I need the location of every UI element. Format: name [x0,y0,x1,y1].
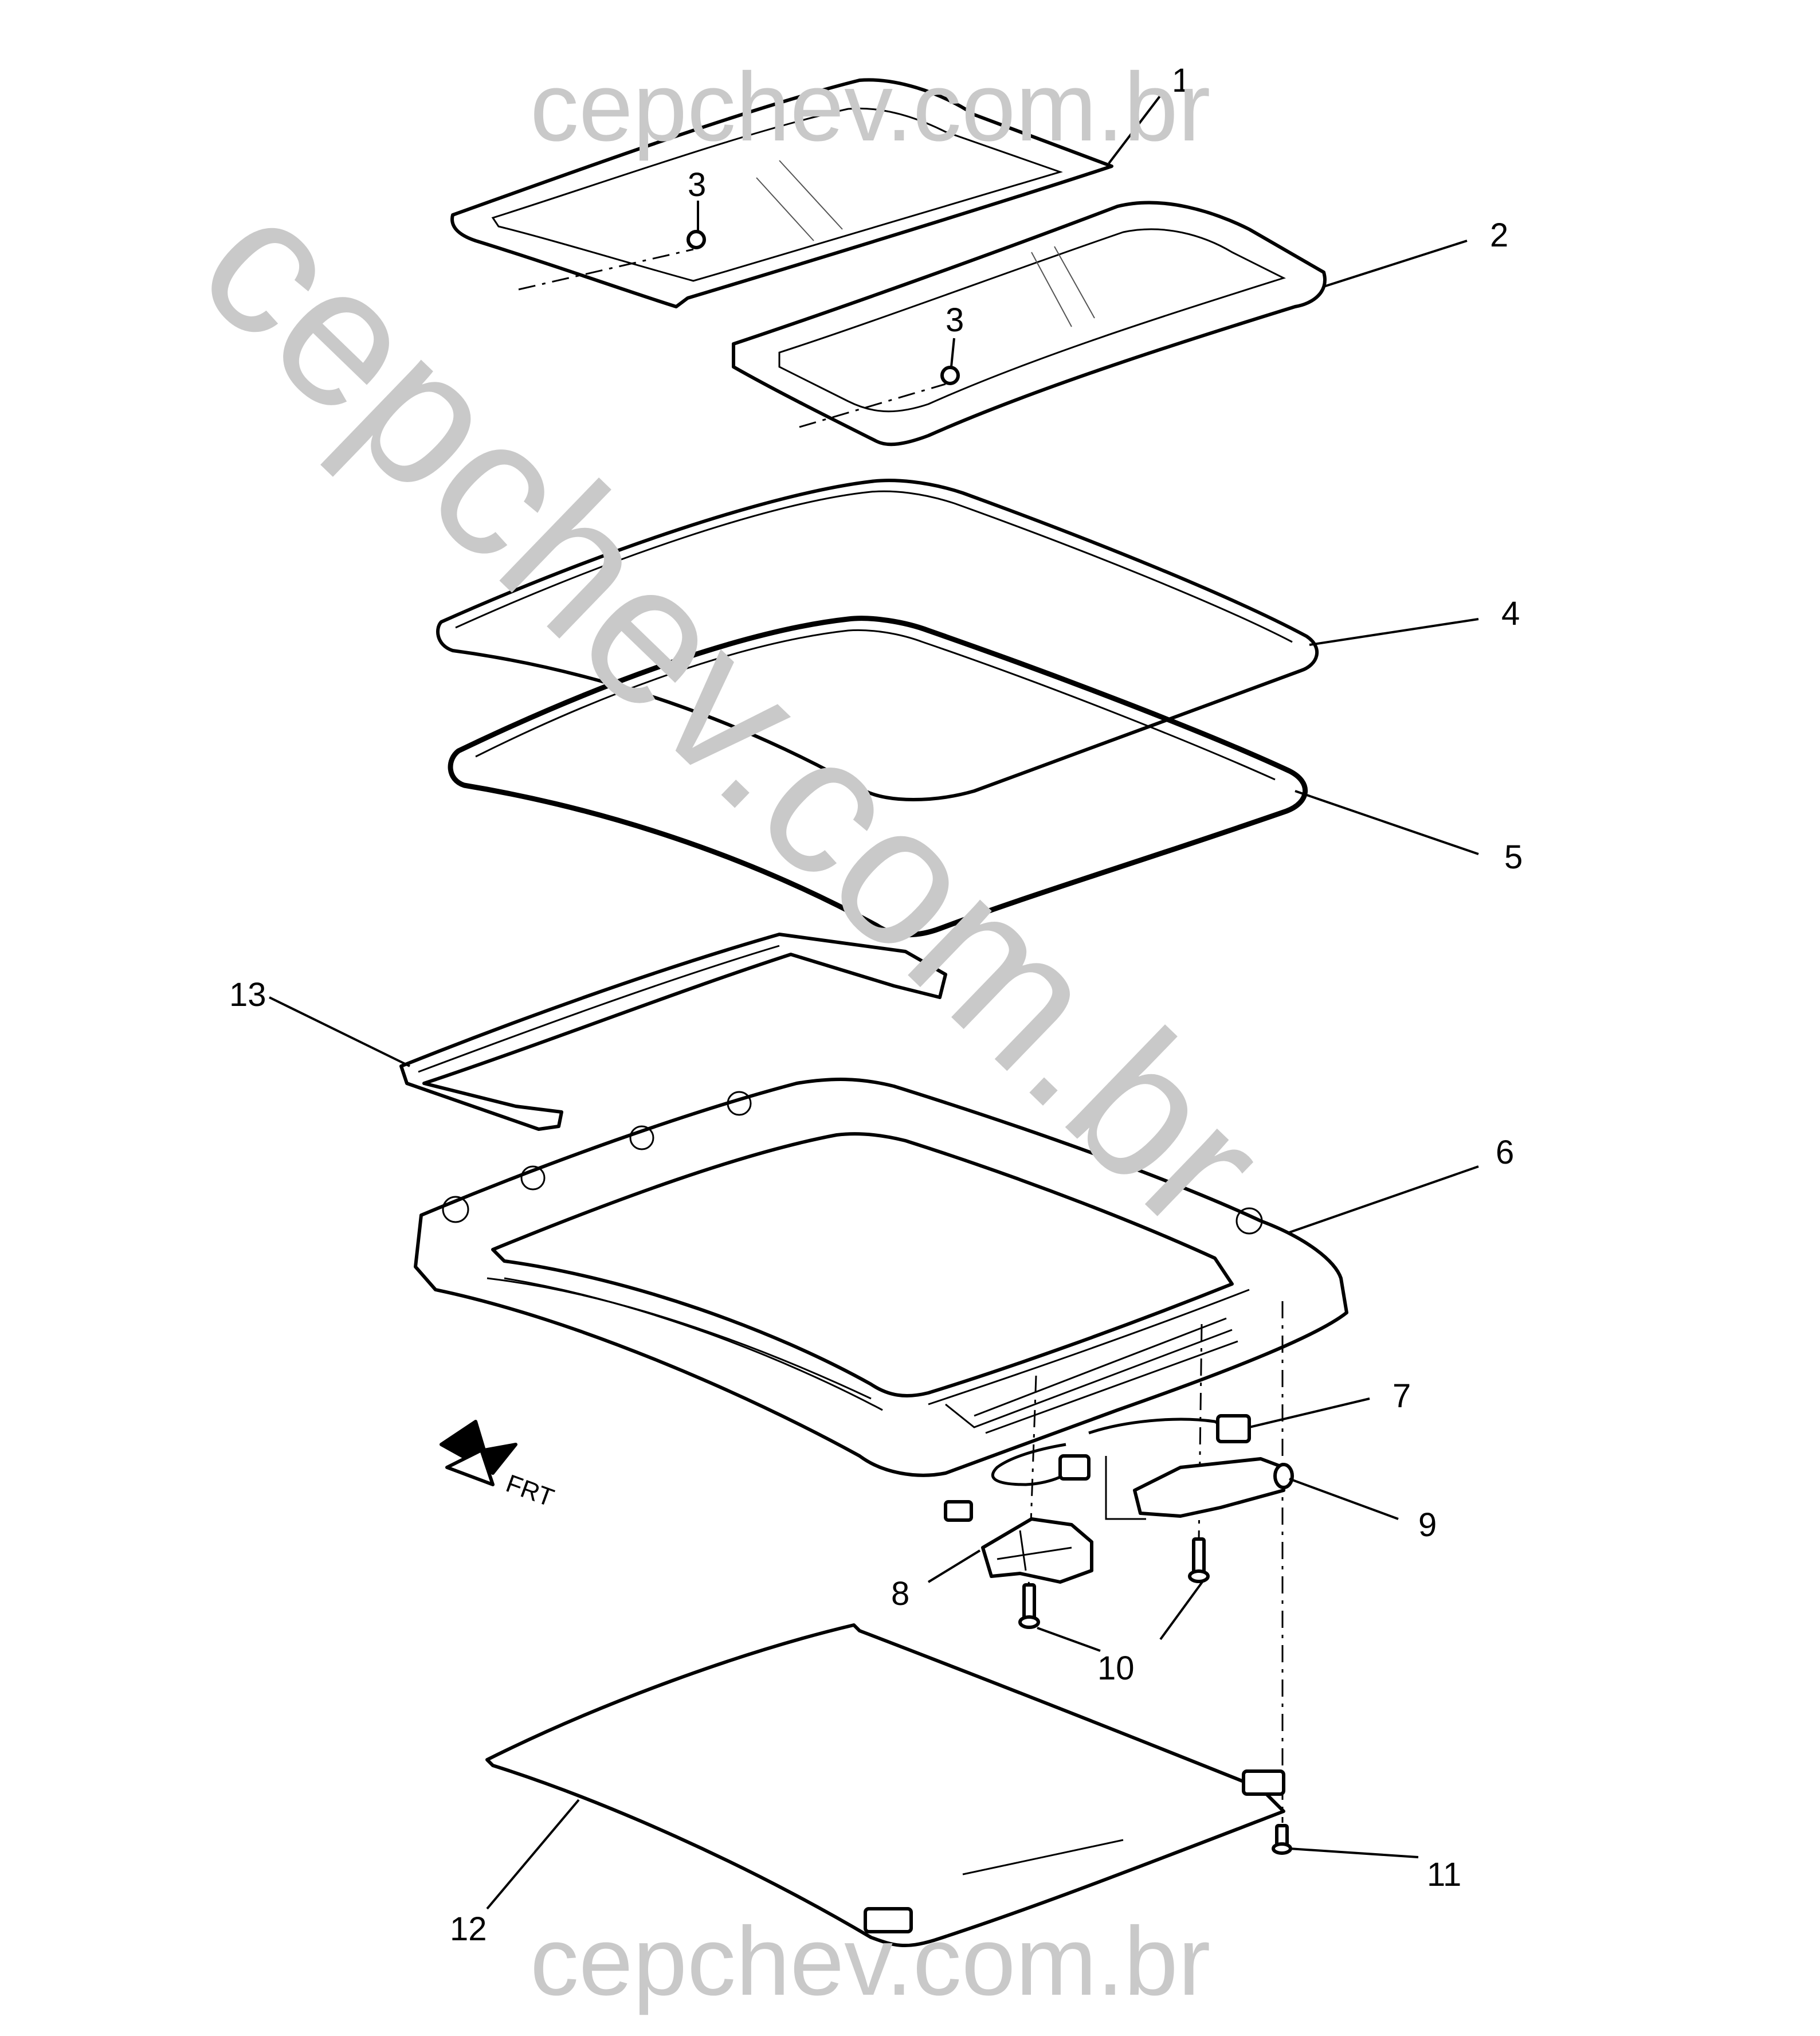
callout-3b: 3 [946,302,964,339]
callout-6: 6 [1496,1134,1514,1171]
callout-numbers: 1 2 3 3 4 5 6 7 8 9 10 11 12 13 [229,62,1523,1948]
part-1-front-glass-panel [450,78,1113,308]
part-12-sunshade [485,1623,1285,1947]
part-8-motor-bracket [944,1500,1093,1584]
callout-12: 12 [450,1910,487,1948]
part-4-outer-seal [436,479,1319,801]
part-9-motor [1105,1456,1294,1520]
leader-lines [269,91,1479,1910]
callout-1: 1 [1172,62,1190,99]
front-label: FRT [503,1469,558,1512]
part-13-side-rail [399,933,947,1131]
callout-7: 7 [1393,1377,1411,1415]
part-11-screw [1272,1824,1292,1855]
callout-13: 13 [229,976,266,1013]
part-6-sunroof-frame [414,1078,1348,1823]
callout-11: 11 [1427,1856,1461,1893]
callout-4: 4 [1501,595,1520,632]
part-7-harness [991,1414,1251,1486]
callout-5: 5 [1504,839,1523,876]
callout-10: 10 [1097,1650,1135,1687]
callout-3a: 3 [688,166,706,203]
part-2-rear-glass-panel [732,201,1327,447]
callout-9: 9 [1418,1506,1437,1544]
front-orientation-indicator: FRT [440,1420,558,1512]
watermark-top: cepchev.com.br [530,53,1210,162]
part-10-screws [1018,1537,1210,1629]
part-5-inner-seal [448,616,1308,938]
callout-2: 2 [1490,217,1508,254]
watermark-bottom: cepchev.com.br [530,1907,1210,2016]
callout-8: 8 [891,1575,909,1612]
